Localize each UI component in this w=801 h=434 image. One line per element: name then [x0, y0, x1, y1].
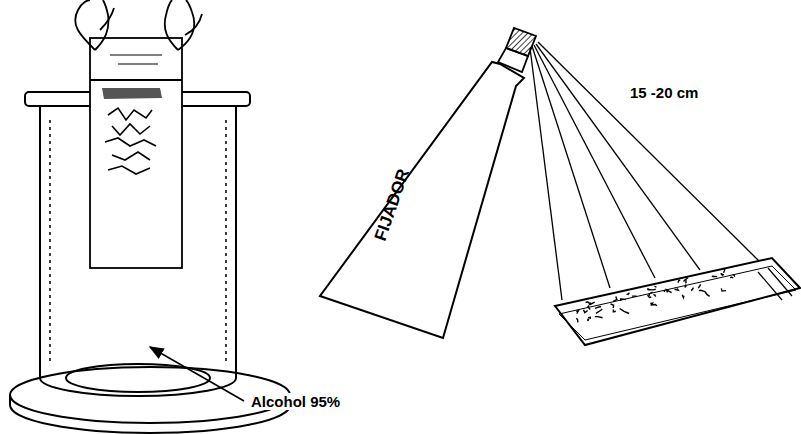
smear-mark: [621, 299, 626, 301]
smear-mark: [613, 296, 617, 301]
smear-mark: [667, 290, 672, 293]
glass-slide: [90, 38, 182, 268]
smear-mark: [584, 310, 588, 313]
smear-mark: [595, 307, 601, 309]
smear-mark: [664, 290, 665, 292]
smear-mark: [685, 285, 686, 288]
smear-mark: [595, 317, 603, 318]
smear-mark: [730, 276, 733, 278]
reagent-label: Alcohol 95%: [249, 393, 342, 410]
smear-mark: [586, 302, 589, 303]
smear-mark: [588, 319, 589, 321]
distance-label: 15 -20 cm: [628, 84, 700, 101]
smear-mark: [648, 288, 656, 290]
smear-mark: [654, 295, 656, 297]
smear-mark: [682, 295, 684, 298]
smear-mark: [632, 295, 636, 297]
smear-mark: [721, 274, 724, 276]
leader-arrow: [150, 347, 244, 401]
smear-mark: [649, 292, 653, 296]
smear-mark: [675, 288, 679, 290]
smear-slide: [555, 258, 800, 345]
smear-mark: [651, 305, 657, 306]
smear-mark: [699, 290, 705, 291]
hand: [75, 0, 202, 50]
smear-mark: [620, 309, 630, 314]
smear-mark: [589, 302, 595, 304]
smear-mark: [724, 268, 726, 273]
smear-mark: [596, 309, 602, 313]
smear-mark: [628, 293, 630, 295]
smear-mark: [733, 275, 735, 277]
smear-mark: [698, 284, 700, 288]
smear-mark: [648, 295, 652, 297]
smear-mark: [611, 304, 614, 308]
bottle-outline: [312, 22, 544, 344]
smear-mark: [613, 310, 615, 312]
smear-mark: [678, 280, 680, 283]
smear-mark: [589, 303, 591, 305]
smear-mark: [588, 306, 590, 310]
spray-lines: [530, 42, 760, 300]
smear-mark: [721, 288, 726, 291]
smear-mark: [576, 311, 578, 314]
smear-mark: [705, 292, 710, 297]
smear-mark: [576, 318, 578, 322]
smear-mark: [685, 280, 687, 283]
smear-mark: [712, 276, 717, 278]
smear-mark: [654, 286, 656, 287]
smear-mark: [691, 289, 693, 291]
spray-bottle: FIJADOR: [312, 22, 544, 344]
